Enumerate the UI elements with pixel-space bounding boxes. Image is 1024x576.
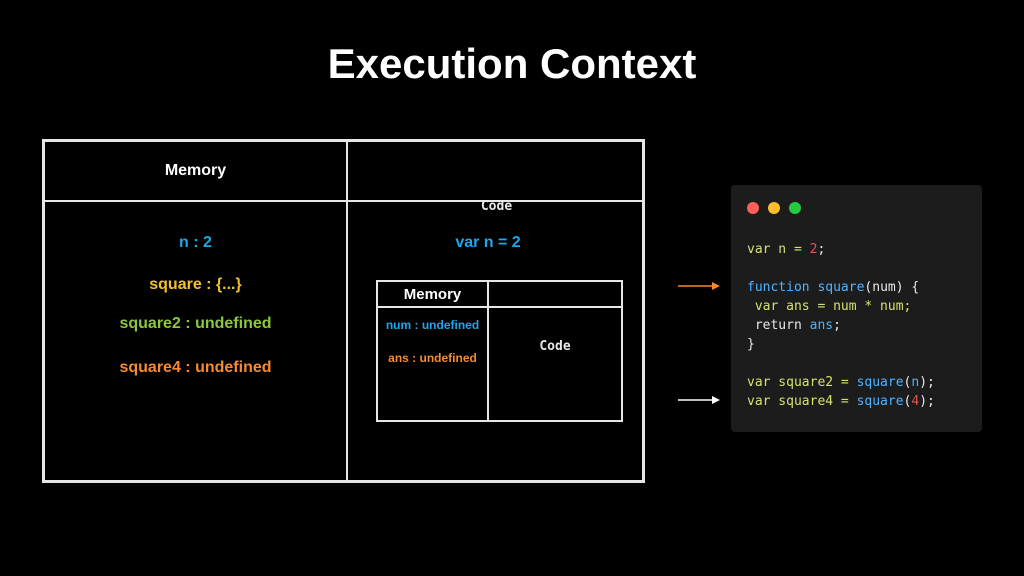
code-line: var square4 = square(4); (747, 392, 935, 411)
global-execution-context: Memory Code n : 2 square : {...} square2… (42, 139, 645, 483)
code-item-var-n: var n = 2 (455, 234, 521, 251)
memory-item-n: n : 2 (179, 234, 212, 251)
code-token: 4 (911, 394, 920, 409)
code-block: var n = 2;function square(num) { var ans… (747, 240, 935, 411)
code-line (747, 259, 935, 278)
memory-item-square4: square4 : undefined (119, 359, 272, 376)
code-token: function (747, 280, 818, 295)
code-token: } (747, 337, 755, 352)
code-token: ( (903, 394, 912, 409)
code-token: return (747, 318, 810, 333)
code-token: var square4 = (747, 394, 857, 409)
inner-header-divider (378, 306, 621, 308)
code-line: return ans; (747, 316, 935, 335)
header-divider (45, 200, 642, 202)
page-title: Execution Context (327, 40, 697, 87)
memory-header: Memory (164, 162, 227, 179)
code-token: (num) { (864, 280, 920, 295)
arrow-current-line (678, 396, 720, 404)
code-token: ); (919, 394, 935, 409)
code-header: Code (480, 199, 513, 214)
memory-item-square2: square2 : undefined (119, 315, 272, 332)
inner-code-header: Code (539, 339, 571, 354)
code-token: ans (809, 318, 834, 333)
code-line: var n = 2; (747, 240, 935, 259)
maximize-dot-icon (789, 202, 801, 214)
code-token: var n = (747, 242, 810, 257)
inner-column-divider (487, 282, 489, 420)
memory-item-square: square : {...} (149, 276, 242, 293)
code-token: square (856, 394, 904, 409)
code-line: var square2 = square(n); (747, 373, 935, 392)
inner-memory-item-ans: ans : undefined (388, 351, 477, 365)
code-token: ; (833, 318, 841, 333)
code-token: square (817, 280, 865, 295)
code-line (747, 354, 935, 373)
code-token: 2 (809, 242, 818, 257)
close-dot-icon (747, 202, 759, 214)
inner-memory-item-num: num : undefined (385, 318, 480, 332)
code-line: function square(num) { (747, 278, 935, 297)
code-token: n (911, 375, 920, 390)
arrow-function-call (678, 282, 720, 290)
code-token: var square2 = (747, 375, 857, 390)
column-divider (346, 142, 348, 480)
function-execution-context: Memory Code num : undefined ans : undefi… (376, 280, 623, 422)
code-line: } (747, 335, 935, 354)
minimize-dot-icon (768, 202, 780, 214)
inner-memory-header: Memory (403, 286, 462, 303)
code-line: var ans = num * num; (747, 297, 935, 316)
code-token: ); (919, 375, 935, 390)
code-token: ; (817, 242, 826, 257)
code-token: square (856, 375, 904, 390)
code-editor-window: var n = 2;function square(num) { var ans… (731, 185, 982, 432)
code-token: var ans = num * num; (747, 299, 912, 314)
code-token: ( (903, 375, 912, 390)
